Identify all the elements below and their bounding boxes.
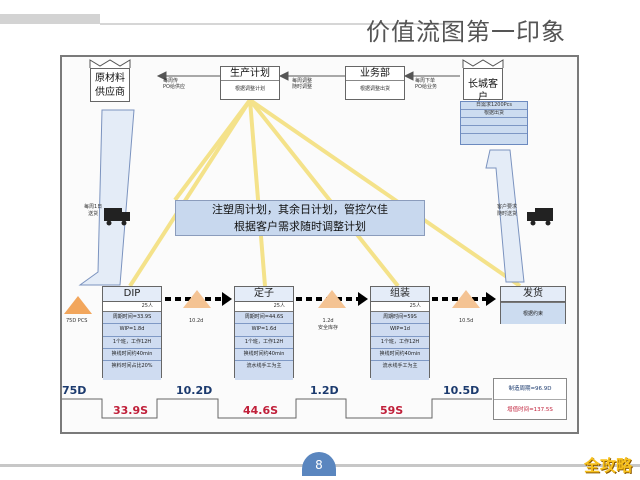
process-data-row: 1个班，工作12H xyxy=(371,337,429,349)
process-data-row: 根据约束 xyxy=(501,302,565,324)
material-flow-arrow-right xyxy=(485,149,525,283)
process-data-row: 周期时间=59S xyxy=(371,312,429,325)
process-data-row: WIP=1.8d xyxy=(103,324,161,337)
inventory-triangle-icon xyxy=(64,296,92,314)
process-time-total: 增值时间=137.5S xyxy=(507,407,553,413)
top-arrows xyxy=(156,71,460,81)
inventory-triangle-icon xyxy=(183,290,211,308)
customer-delivery-label: 客户要求 随时送货 xyxy=(497,204,518,217)
push-arrow-head-icon xyxy=(486,292,496,306)
planning-note-line1: 注塑周计划，其余日计划，管控欠佳 xyxy=(212,203,388,216)
process-box-shipping: 发货 根据约束 xyxy=(500,286,566,324)
arrow-head-icon xyxy=(156,71,167,81)
process-operators: 25人 xyxy=(273,303,285,309)
timeline-days: 10.5D xyxy=(443,384,480,397)
spoke-line xyxy=(128,98,252,288)
timeline-days: 1.2D xyxy=(310,384,339,397)
process-data-row: 换线时间约40min xyxy=(235,349,293,362)
inventory-label: 10.5d xyxy=(459,318,474,324)
planning-subtext: 根据调整计划 xyxy=(234,86,265,92)
process-name: 发货 xyxy=(501,287,565,302)
process-name: DIP xyxy=(103,287,161,302)
inventory-label: 10.2d xyxy=(189,318,204,324)
process-data-row: 1个班，工作12H xyxy=(103,337,161,349)
customer-label: 长城客户 xyxy=(468,79,498,103)
planning-title: 生产计划 xyxy=(221,67,279,81)
arrow-head-icon xyxy=(403,71,414,81)
slide-title: 价值流图第一印象 xyxy=(366,18,566,46)
production-planning-box: 生产计划 根据调整计划 xyxy=(220,66,280,100)
supplier-arrow-label: 每周传 PO给供应 xyxy=(163,78,185,90)
process-box-stator: 定子 25人 周期时间=44.6S WIP=1.6d 1个班，工作12H 换线时… xyxy=(234,286,294,380)
watermark-text: 全攻略 xyxy=(583,456,632,475)
lead-time-total: 制造周期=96.9D xyxy=(494,379,566,400)
material-flow-arrow-left xyxy=(78,109,135,286)
process-data-row: WIP=1d xyxy=(371,324,429,337)
customer-data-line xyxy=(461,118,527,126)
process-box-dip: DIP 25人 周期时间=33.9S WIP=1.8d 1个班，工作12H 换线… xyxy=(102,286,162,380)
truck-icon xyxy=(527,208,553,226)
inventory-label: 1.2d 安全库存 xyxy=(318,318,339,331)
timeline-seconds: 44.6S xyxy=(243,404,279,417)
planning-arrow-label: 每周调整 随时调整 xyxy=(292,78,313,90)
push-arrow-head-icon xyxy=(358,292,368,306)
process-data-row: 流水线手工为主 xyxy=(246,363,282,370)
customer-box: 长城客户 xyxy=(463,68,503,103)
process-data-row: 换线时间约40min xyxy=(103,349,161,362)
timeline-days: 75D xyxy=(62,384,87,397)
arrow-head-icon xyxy=(278,71,289,81)
process-data-table: 周期时间=33.9S WIP=1.8d 1个班，工作12H 换线时间约40min… xyxy=(103,311,161,380)
push-arrow-head-icon xyxy=(222,292,232,306)
process-data-table: 周期时间=59S WIP=1d 1个班，工作12H 换线时间约40min 流水线… xyxy=(371,311,429,380)
page-number-badge: 8 xyxy=(302,452,336,476)
planning-note: 注塑周计划，其余日计划，管控欠佳 根据客户需求随时调整计划 xyxy=(175,200,425,236)
process-data-row: 1个班，工作12H xyxy=(235,337,293,349)
customer-data-box: 日需求1200Pcs 根据出货 xyxy=(460,101,528,145)
customer-data-line: 日需求1200Pcs xyxy=(461,102,527,110)
process-data-row: 流水线手工为主 xyxy=(382,363,418,370)
supplier-delivery-label: 每周1日 送货 xyxy=(84,204,103,217)
timeline-seconds: 59S xyxy=(380,404,404,417)
planning-note-line2: 根据客户需求随时调整计划 xyxy=(234,220,366,233)
sales-title: 业务部 xyxy=(346,67,404,81)
timeline-seconds: 33.9S xyxy=(113,404,149,417)
customer-data-line xyxy=(461,126,527,134)
customer-data-line: 根据出货 xyxy=(461,110,527,118)
inventory-triangle-icon xyxy=(452,290,480,308)
sales-arrow-label: 每周下单 PO给业务 xyxy=(415,78,437,90)
process-data-row: WIP=1.6d xyxy=(235,324,293,337)
process-name: 定子 xyxy=(235,287,293,302)
process-data-table: 周期时间=44.6S WIP=1.6d 1个班，工作12H 换线时间约40min… xyxy=(235,311,293,380)
process-operators: 25人 xyxy=(141,303,153,309)
process-data-row: 周期时间=44.6S xyxy=(235,312,293,325)
supplier-label: 原材料 供应商 xyxy=(95,73,125,98)
header-bar xyxy=(0,14,100,24)
inventory-triangle-icon xyxy=(318,290,346,308)
spoke-line xyxy=(248,98,522,288)
timeline-ladder xyxy=(62,398,492,419)
process-data-row: 换线时间约40min xyxy=(371,349,429,362)
process-operators: 25人 xyxy=(409,303,421,309)
spoke-line xyxy=(248,99,267,287)
timeline-days: 10.2D xyxy=(176,384,213,397)
summary-box: 制造周期=96.9D 增值时间=137.5S xyxy=(493,378,567,420)
header-rule xyxy=(100,23,450,25)
spoke-line xyxy=(248,98,400,288)
process-name: 组装 xyxy=(371,287,429,302)
process-box-assembly: 组装 25人 周期时间=59S WIP=1d 1个班，工作12H 换线时间约40… xyxy=(370,286,430,380)
factory-roof-icon xyxy=(462,59,504,68)
sales-department-box: 业务部 根据调整出货 xyxy=(345,66,405,100)
process-data-row: 换料时间占比20% xyxy=(111,363,153,370)
information-flow-lines xyxy=(128,98,522,288)
inventory-label: 75D PCS xyxy=(66,318,88,324)
supplier-box: 原材料 供应商 xyxy=(90,68,130,102)
factory-roof-icon xyxy=(89,59,131,68)
sales-subtext: 根据调整出货 xyxy=(359,86,390,92)
truck-icon xyxy=(104,208,130,226)
process-data-row: 周期时间=33.9S xyxy=(103,312,161,325)
